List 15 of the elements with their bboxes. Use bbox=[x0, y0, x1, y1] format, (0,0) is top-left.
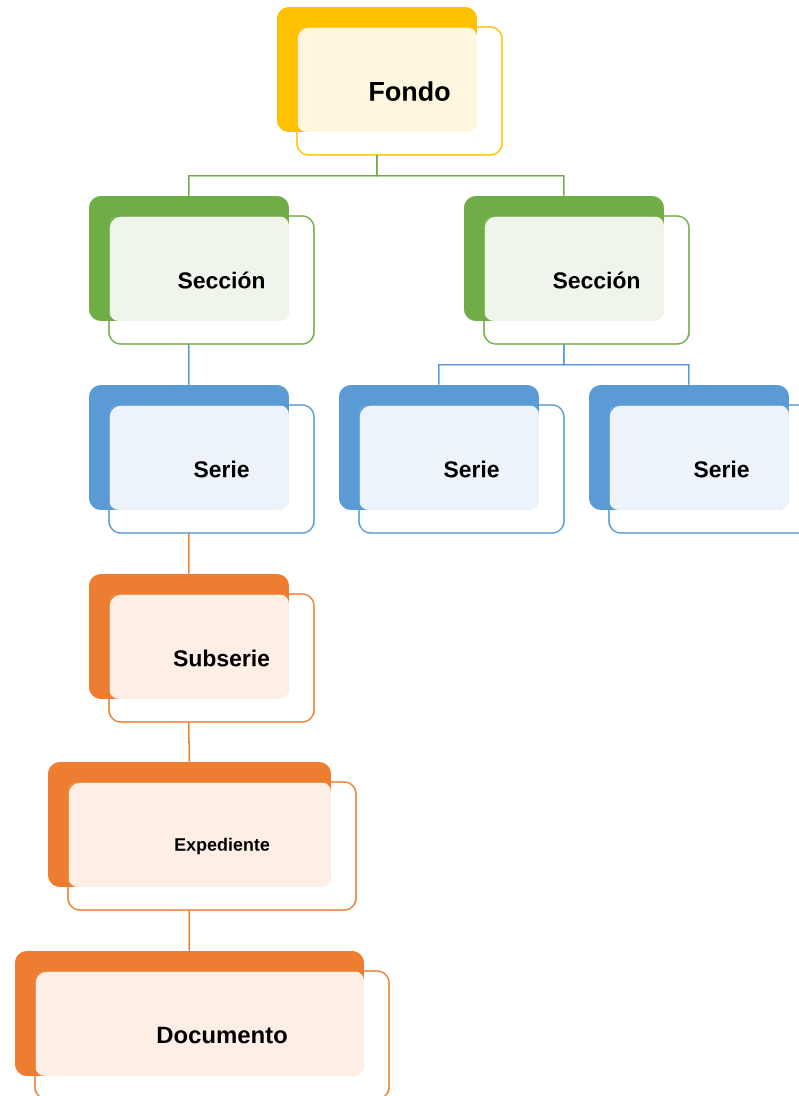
level-box: Sección bbox=[89, 196, 315, 345]
level-box: Fondo bbox=[277, 7, 503, 156]
level-box: Expediente bbox=[48, 762, 357, 911]
level-box: Serie bbox=[89, 385, 315, 534]
connector-line bbox=[188, 721, 191, 763]
connector-line bbox=[188, 532, 190, 575]
level-box: Serie bbox=[589, 385, 799, 534]
connector-line bbox=[376, 154, 565, 197]
connector-line bbox=[188, 343, 190, 386]
connector-line bbox=[563, 343, 690, 386]
connector-line bbox=[188, 909, 191, 952]
level-box: Documento bbox=[15, 951, 390, 1096]
level-box: Serie bbox=[339, 385, 565, 534]
level-box: Sección bbox=[464, 196, 690, 345]
level-box: Subserie bbox=[89, 574, 315, 723]
